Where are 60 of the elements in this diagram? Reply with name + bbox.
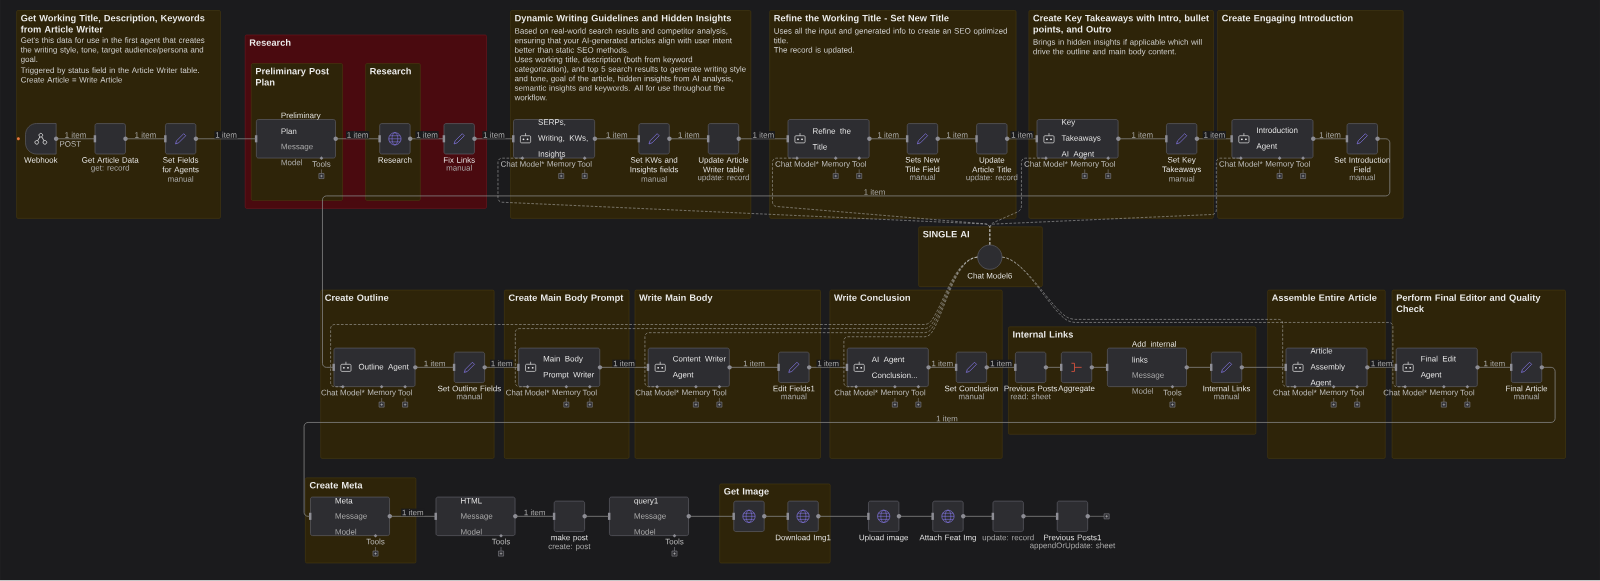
connector: [515, 516, 555, 517]
connector: [1045, 367, 1062, 368]
note-title: Create Meta: [309, 482, 363, 489]
connector: [484, 367, 519, 368]
connector: [764, 516, 788, 517]
connector: [474, 138, 514, 140]
connector: [1196, 138, 1232, 140]
note-title: Create Key Takeaways with Intro, bullet points, and Outro: [1033, 14, 1209, 35]
dashed-connector: [843, 257, 978, 388]
connector: [928, 367, 957, 368]
note-title: SINGLE AI: [923, 231, 969, 238]
dashed-connector: [1002, 257, 1406, 388]
connector: [1007, 138, 1038, 140]
connector: [335, 138, 380, 140]
note-title: Perform Final Editor and Quality Check: [1396, 294, 1541, 313]
connector: [1367, 367, 1397, 368]
connector: [584, 516, 610, 517]
note-title: Get Image: [724, 488, 769, 497]
connector: [1312, 138, 1348, 140]
connector: [669, 138, 709, 140]
connector: [594, 138, 639, 140]
connector: [729, 367, 779, 368]
note-title: Get Working Title, Description, Keywords from Article Writer: [20, 14, 205, 33]
connector: [738, 138, 789, 140]
connector: [809, 367, 848, 368]
note-title: Preliminary Post Plan: [256, 67, 329, 86]
connector: [818, 516, 869, 517]
connector: [898, 516, 933, 517]
connector: [415, 367, 455, 368]
connector: [410, 138, 445, 140]
dashed-connector: [989, 158, 1242, 246]
note-title: Write Conclusion: [833, 294, 910, 302]
connector: [1118, 138, 1167, 140]
note-title: Dynamic Writing Guidelines and Hidden Insights: [515, 14, 731, 24]
connector: [55, 138, 96, 140]
connector: [599, 367, 649, 368]
note-title: Create Outline: [325, 294, 389, 302]
note-title: Refine the Working Title - Set New Title: [774, 14, 949, 24]
connector: [869, 138, 908, 140]
connector: [322, 138, 1391, 368]
connector: [937, 138, 977, 140]
note-title: Create Engaging Introduction: [1222, 14, 1353, 24]
connector: [1477, 367, 1512, 368]
connector: [1091, 367, 1108, 368]
connector: [389, 516, 437, 517]
connector: [1023, 516, 1058, 517]
connector: [986, 367, 1016, 368]
note-title: Write Main Body: [639, 294, 713, 303]
connector: [1186, 367, 1212, 368]
connector: [963, 516, 994, 517]
note-title: Research: [249, 39, 291, 47]
note-title: Internal Links: [1013, 331, 1073, 338]
note-title: Create Main Body Prompt: [508, 294, 624, 303]
note-title: Assemble Entire Article: [1271, 294, 1377, 302]
connector: [125, 138, 166, 140]
connector: [1241, 367, 1287, 368]
connector: [195, 138, 257, 140]
connector: [688, 516, 734, 517]
note-title: Research: [370, 67, 411, 75]
connector: [303, 367, 1556, 517]
